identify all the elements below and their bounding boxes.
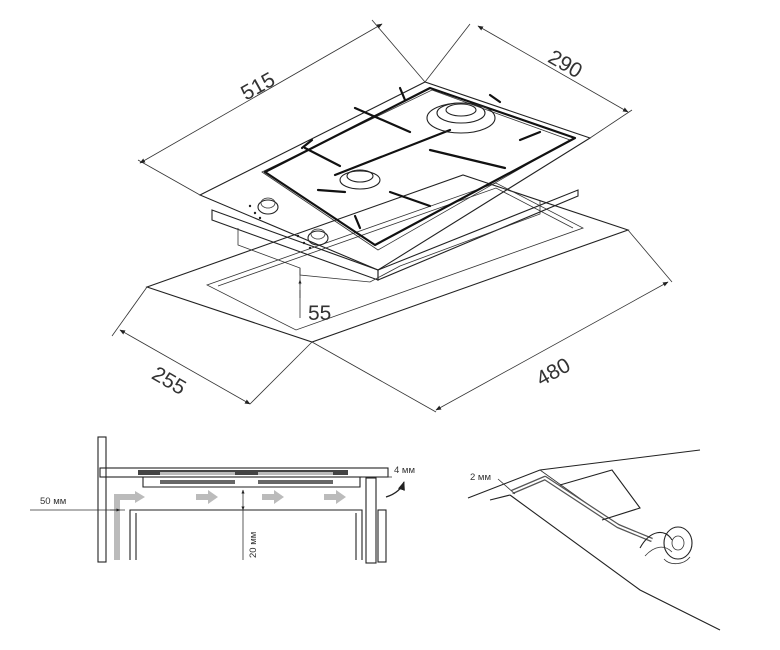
dimension-515: 515	[137, 19, 426, 196]
hob-top-plate	[198, 81, 592, 271]
pan-support-grates	[263, 86, 577, 247]
seal-roll	[639, 526, 693, 565]
dimension-480-label: 480	[533, 354, 575, 391]
control-knob-rear	[248, 197, 279, 220]
wall	[97, 436, 107, 563]
dimension-255: 255	[111, 286, 313, 405]
rear-panel	[365, 477, 377, 564]
dimension-4mm-label: 4 мм	[394, 465, 415, 476]
large-burner	[426, 102, 496, 134]
dimension-290-label: 290	[544, 46, 586, 83]
countertop-outline	[145, 174, 630, 343]
dimension-50mm-label: 50 мм	[40, 496, 66, 507]
cabinet-top	[129, 509, 363, 560]
airflow-arrows	[114, 490, 346, 560]
hob-box	[142, 477, 361, 488]
dimension-20mm-label: 20 мм	[248, 532, 259, 558]
seal-detail-view: 2 мм	[467, 449, 721, 631]
installation-cross-section: 50 мм 4 мм 20 мм	[30, 436, 415, 564]
small-burner	[339, 169, 381, 190]
dimension-50mm: 50 мм	[30, 496, 125, 512]
dimension-20mm: 20 мм	[241, 489, 259, 560]
dimension-55: 55	[298, 279, 331, 325]
dimension-2mm-label: 2 мм	[470, 472, 491, 483]
dimension-480: 480	[311, 229, 673, 413]
exhaust-arrow	[385, 481, 405, 498]
dimension-290: 290	[424, 23, 633, 139]
dimension-4mm: 4 мм	[362, 465, 415, 478]
control-knob-front	[296, 228, 329, 250]
hob-isometric-view: 515 290 55 255 480	[111, 19, 673, 413]
worktop	[99, 467, 389, 478]
dimension-255-label: 255	[148, 362, 190, 399]
dimension-515-label: 515	[237, 68, 279, 105]
dimension-55-label: 55	[308, 302, 331, 325]
hob-plate-section	[138, 470, 348, 475]
hob-body	[211, 189, 579, 285]
